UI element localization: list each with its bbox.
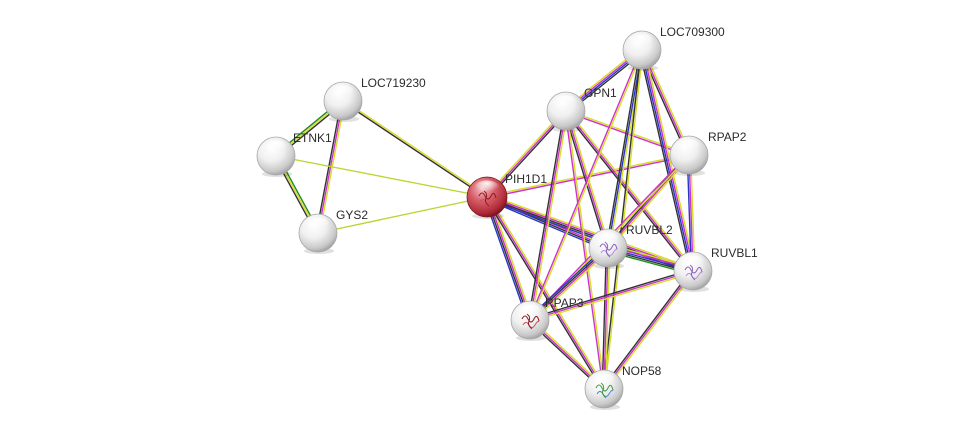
edge-strand <box>487 195 607 389</box>
edge-strand <box>341 101 488 199</box>
node-label-loc719230: LOC719230 <box>361 76 426 90</box>
node-gys2[interactable]: GYS2 <box>298 208 368 254</box>
edge-etnk1-pih1d1[interactable] <box>275 155 488 198</box>
node-highlight <box>677 139 701 154</box>
node-etnk1[interactable]: ETNK1 <box>256 131 332 177</box>
node-highlight <box>331 85 355 100</box>
node-highlight <box>554 95 578 110</box>
node-label-gys2: GYS2 <box>336 208 368 222</box>
node-highlight <box>630 34 654 49</box>
edge-strand <box>690 154 696 272</box>
edge-strand <box>528 268 694 320</box>
node-highlight <box>518 304 542 319</box>
edge-ruvbl1-nop58[interactable] <box>601 269 696 391</box>
edge-strand <box>564 110 604 390</box>
node-pih1d1[interactable]: PIH1D1 <box>466 172 547 219</box>
edge-loc719230-pih1d1[interactable] <box>341 99 489 199</box>
edge-strand <box>565 110 694 272</box>
edge-strand <box>529 110 567 321</box>
node-loc709300[interactable]: LOC709300 <box>622 25 725 71</box>
node-highlight <box>681 255 705 270</box>
edge-strand <box>602 49 642 390</box>
edge-strand <box>527 110 566 321</box>
edge-ruvbl2-nop58[interactable] <box>601 247 611 390</box>
node-ruvbl2[interactable]: RUVBL2 <box>588 223 673 269</box>
edge-strand <box>603 270 694 390</box>
node-ruvbl1[interactable]: RUVBL1 <box>673 246 758 292</box>
edge-strand <box>528 48 642 321</box>
edge-strand <box>563 110 608 250</box>
node-label-loc709300: LOC709300 <box>660 25 725 39</box>
node-rpap3[interactable]: RPAP3 <box>510 296 584 341</box>
node-label-rpap3: RPAP3 <box>545 296 584 310</box>
edge-gpn1-nop58[interactable] <box>564 110 606 390</box>
node-label-ruvbl2: RUVBL2 <box>626 223 673 237</box>
edge-strand <box>342 99 489 197</box>
edge-strand <box>601 269 693 389</box>
edge-loc709300-nop58[interactable] <box>602 49 644 390</box>
edge-strand <box>487 196 532 321</box>
node-label-nop58: NOP58 <box>622 364 662 378</box>
edge-strand <box>566 110 606 390</box>
edge-strand <box>530 49 644 322</box>
node-nop58[interactable]: NOP58 <box>584 364 662 410</box>
edge-strand <box>485 196 530 321</box>
edge-strand <box>642 49 695 272</box>
node-highlight <box>596 232 620 247</box>
edge-strand <box>486 196 605 390</box>
edge-strand <box>529 271 695 323</box>
edge-strand <box>638 49 692 273</box>
edge-strand <box>601 247 607 390</box>
edge-loc709300-ruvbl1[interactable] <box>638 48 697 273</box>
edge-gpn1-ruvbl1[interactable] <box>563 109 696 273</box>
edge-strand <box>530 110 569 321</box>
node-highlight <box>592 373 616 388</box>
edge-strand <box>643 48 697 272</box>
edge-gpn1-rpap3[interactable] <box>527 110 569 321</box>
edge-strand <box>317 196 488 234</box>
edge-strand <box>608 155 691 250</box>
edge-strand <box>487 193 695 270</box>
edge-strand <box>604 49 644 390</box>
edge-strand <box>686 154 692 272</box>
edge-strand <box>640 49 693 272</box>
node-highlight <box>306 217 330 232</box>
node-highlight <box>264 140 288 155</box>
edge-strand <box>604 271 696 391</box>
node-label-gpn1: GPN1 <box>584 86 617 100</box>
edges-layer <box>273 47 697 391</box>
node-highlight <box>474 180 500 196</box>
node-gpn1[interactable]: GPN1 <box>546 86 617 132</box>
edge-strand <box>566 109 611 249</box>
edge-strand <box>566 109 696 271</box>
node-rpap2[interactable]: RPAP2 <box>669 130 747 176</box>
edge-strand <box>605 49 642 249</box>
edge-ruvbl1-rpap3[interactable] <box>528 268 695 323</box>
node-label-pih1d1: PIH1D1 <box>505 172 547 186</box>
edge-strand <box>484 197 604 391</box>
edge-gys2-pih1d1[interactable] <box>317 196 488 234</box>
edge-loc709300-rpap3[interactable] <box>528 48 644 322</box>
edge-pih1d1-nop58[interactable] <box>484 195 607 391</box>
edge-strand <box>563 111 693 273</box>
node-label-ruvbl1: RUVBL1 <box>711 246 758 260</box>
edge-strand <box>607 49 643 249</box>
edge-strand <box>529 270 694 321</box>
node-label-rpap2: RPAP2 <box>708 130 747 144</box>
edge-strand <box>605 247 611 390</box>
edge-strand <box>483 197 529 322</box>
node-label-etnk1: ETNK1 <box>293 131 332 145</box>
edge-strand <box>603 247 609 390</box>
edge-strand <box>275 155 488 198</box>
node-loc719230[interactable]: LOC719230 <box>323 76 426 122</box>
